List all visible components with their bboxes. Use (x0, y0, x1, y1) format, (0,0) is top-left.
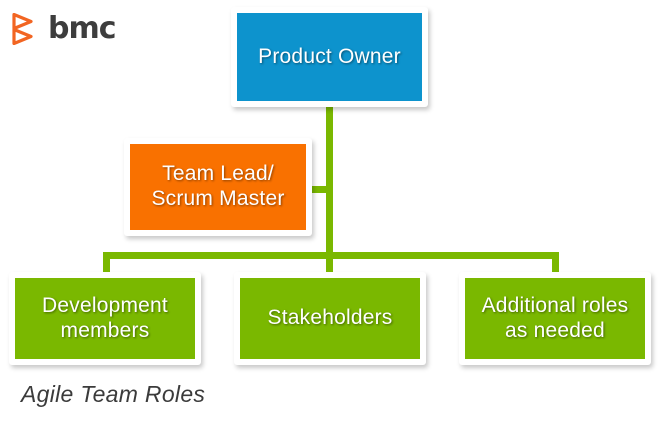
connector-trunk-vertical (326, 100, 333, 278)
connector-drop-development (103, 252, 110, 278)
bmc-logo: bmc (10, 11, 117, 46)
node-development-line-2: members (60, 318, 150, 342)
node-stakeholders-label: Stakeholders (240, 278, 420, 359)
node-team-lead-line-1: Team Lead/ (162, 162, 274, 186)
node-development-line-1: Development (42, 293, 168, 317)
connector-drop-additional (552, 252, 559, 278)
node-additional-roles[interactable]: Additional roles as needed (459, 272, 651, 365)
connector-bus-horizontal (103, 252, 559, 259)
bmc-wordmark: bmc (48, 11, 117, 46)
node-product-owner-label: Product Owner (237, 13, 422, 101)
node-development-members[interactable]: Development members (9, 272, 201, 365)
node-product-owner[interactable]: Product Owner (231, 7, 428, 107)
connector-stub-team-lead (304, 186, 328, 193)
node-additional-roles-line-2: as needed (505, 318, 605, 342)
bmc-chevron-logo-icon (10, 13, 40, 45)
node-development-members-label: Development members (15, 278, 195, 359)
node-team-lead-line-2: Scrum Master (151, 187, 285, 210)
node-additional-roles-label: Additional roles as needed (465, 278, 645, 359)
node-stakeholders[interactable]: Stakeholders (234, 272, 426, 365)
diagram-caption: Agile Team Roles (21, 381, 206, 407)
node-team-lead-scrum-master[interactable]: Team Lead/ Scrum Master (124, 138, 312, 236)
node-team-lead-scrum-master-label: Team Lead/ Scrum Master (130, 144, 306, 230)
node-additional-roles-line-1: Additional roles (481, 293, 629, 317)
